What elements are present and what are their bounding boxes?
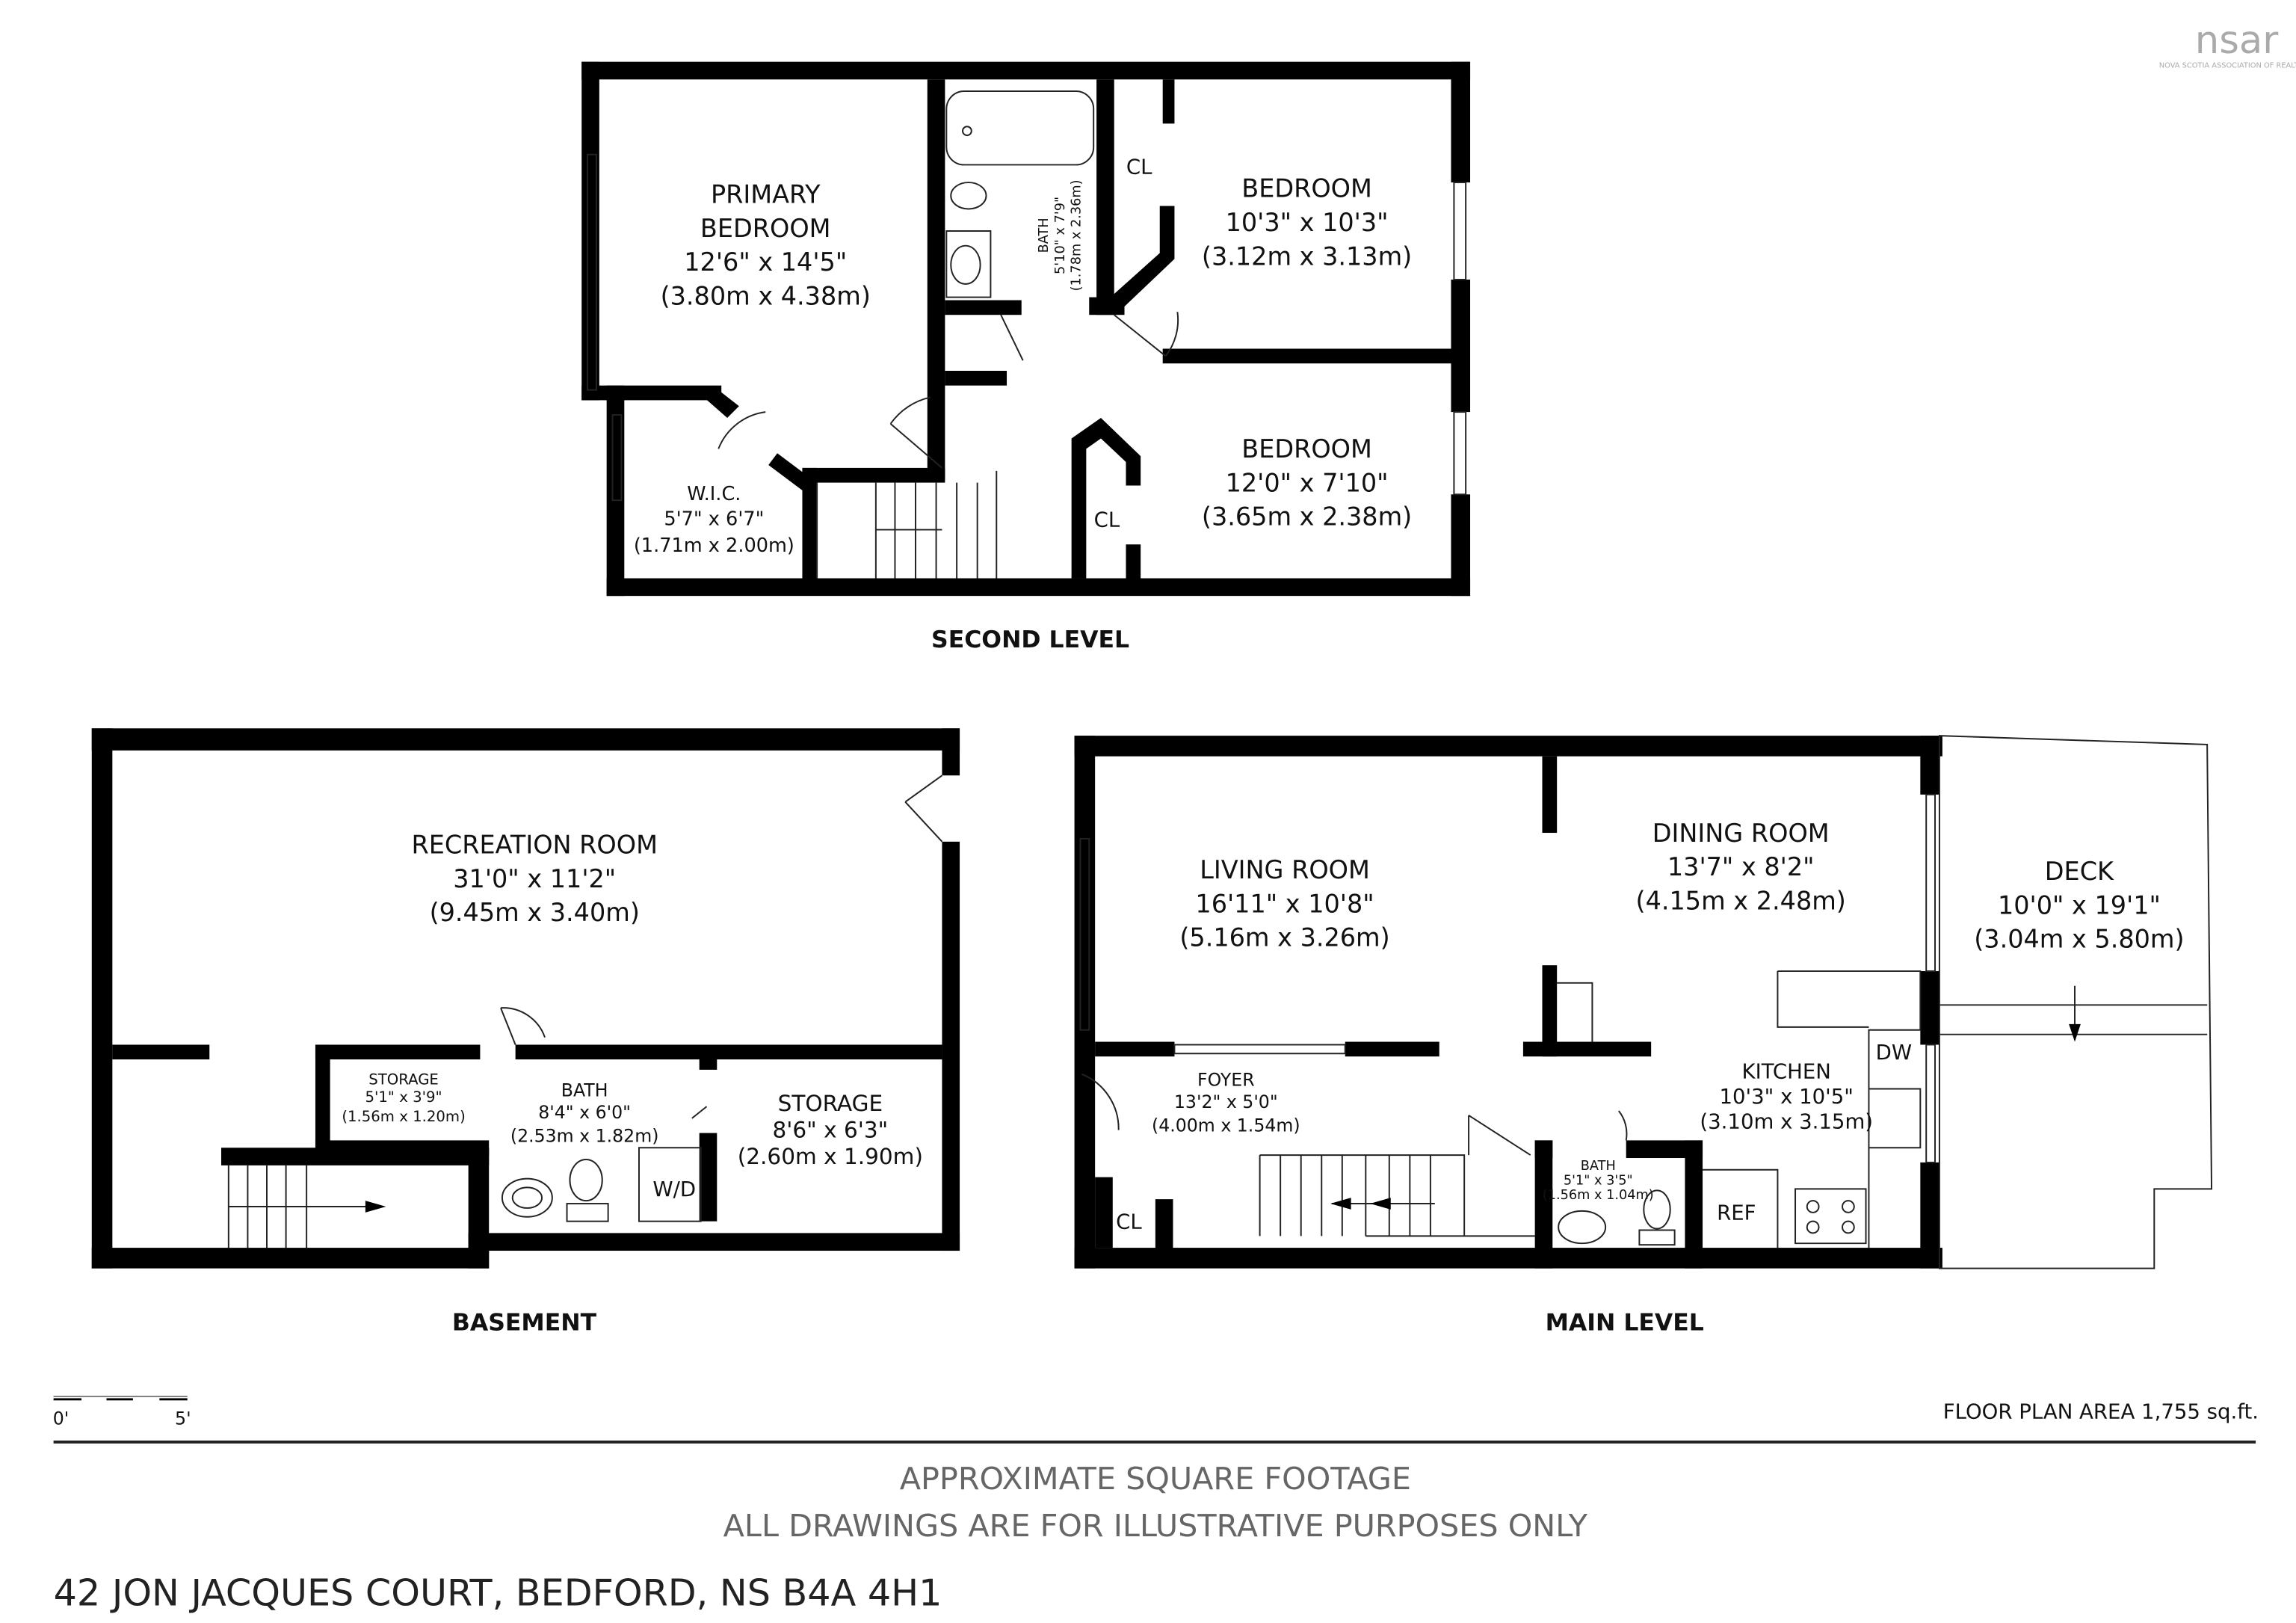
wic-imperial: 5'7" x 6'7" xyxy=(664,508,764,531)
bedroom1-imperial: 10'3" x 10'3" xyxy=(1226,208,1389,237)
closet-label: CL xyxy=(1094,508,1120,532)
bedroom2-imperial: 12'0" x 7'10" xyxy=(1226,468,1389,497)
foyer-imperial: 13'2" x 5'0" xyxy=(1174,1091,1278,1112)
disclaimer-line-2: ALL DRAWINGS ARE FOR ILLUSTRATIVE PURPOS… xyxy=(723,1508,1588,1544)
living-room-metric: (5.16m x 3.26m) xyxy=(1179,923,1389,952)
upper-bath-imperial: 5'10" x 7'9" xyxy=(1053,197,1068,274)
primary-bedroom-metric: (3.80m x 4.38m) xyxy=(661,281,871,310)
primary-bedroom-name2: BEDROOM xyxy=(700,214,831,243)
dining-room-name: DINING ROOM xyxy=(1652,819,1830,848)
storage-small-imperial: 5'1" x 3'9" xyxy=(365,1088,442,1106)
basement-title: BASEMENT xyxy=(452,1309,597,1336)
second-level-title: SECOND LEVEL xyxy=(931,626,1129,653)
floor-plan-area: FLOOR PLAN AREA 1,755 sq.ft. xyxy=(1943,1399,2259,1423)
bedroom1-name: BEDROOM xyxy=(1241,174,1372,203)
primary-bedroom-name: PRIMARY xyxy=(711,180,821,209)
disclaimer-line-1: APPROXIMATE SQUARE FOOTAGE xyxy=(900,1461,1411,1497)
basement-plan: RECREATION ROOM 31'0" x 11'2" (9.45m x 3… xyxy=(91,728,960,1336)
washer-dryer-label: W/D xyxy=(652,1177,696,1201)
living-room-imperial: 16'11" x 10'8" xyxy=(1195,889,1374,918)
divider xyxy=(53,1440,2256,1444)
scale-start: 0' xyxy=(53,1408,70,1429)
refrigerator-label: REF xyxy=(1717,1201,1756,1225)
wic-metric: (1.71m x 2.00m) xyxy=(634,535,794,557)
logo-subtitle: NOVA SCOTIA ASSOCIATION OF REALTORS xyxy=(2159,62,2296,70)
wic-name: W.I.C. xyxy=(687,483,741,505)
basement-bath-metric: (2.53m x 1.82m) xyxy=(510,1125,659,1146)
upper-bath-name: BATH xyxy=(1037,218,1052,253)
basement-bath-imperial: 8'4" x 6'0" xyxy=(538,1102,631,1123)
upper-bath-metric: (1.78m x 2.36m) xyxy=(1069,179,1084,291)
foyer-metric: (4.00m x 1.54m) xyxy=(1152,1115,1300,1136)
powder-bath-metric: (1.56m x 1.04m) xyxy=(1543,1188,1654,1203)
main-level-plan: LIVING ROOM 16'11" x 10'8" (5.16m x 3.26… xyxy=(1074,735,2213,1336)
logo-text: nsar xyxy=(2195,19,2279,63)
storage-large-name: STORAGE xyxy=(778,1091,883,1116)
main-closet-label: CL xyxy=(1116,1210,1142,1234)
bedroom2-name: BEDROOM xyxy=(1241,434,1372,464)
kitchen-name: KITCHEN xyxy=(1742,1060,1831,1084)
storage-large-metric: (2.60m x 1.90m) xyxy=(738,1144,923,1169)
bedroom1-metric: (3.12m x 3.13m) xyxy=(1202,241,1412,271)
storage-small-metric: (1.56m x 1.20m) xyxy=(342,1108,465,1125)
nsar-logo: nsar NOVA SCOTIA ASSOCIATION OF REALTORS xyxy=(2159,19,2296,70)
powder-bath-name: BATH xyxy=(1581,1159,1616,1174)
basement-bath-name: BATH xyxy=(561,1080,608,1100)
kitchen-imperial: 10'3" x 10'5" xyxy=(1719,1085,1853,1109)
primary-bedroom-imperial: 12'6" x 14'5" xyxy=(684,247,847,277)
recreation-room-name: RECREATION ROOM xyxy=(411,831,657,860)
deck-metric: (3.04m x 5.80m) xyxy=(1974,925,2184,954)
powder-bath-imperial: 5'1" x 3'5" xyxy=(1564,1173,1633,1188)
kitchen-metric: (3.10m x 3.15m) xyxy=(1700,1110,1873,1134)
main-level-title: MAIN LEVEL xyxy=(1546,1309,1704,1336)
bedroom2-metric: (3.65m x 2.38m) xyxy=(1202,502,1412,532)
storage-large-imperial: 8'6" x 6'3" xyxy=(772,1117,888,1142)
dishwasher-label: DW xyxy=(1876,1041,1912,1065)
recreation-room-metric: (9.45m x 3.40m) xyxy=(430,898,640,927)
foyer-name: FOYER xyxy=(1197,1070,1255,1091)
closet-label: CL xyxy=(1126,155,1152,179)
footer: 0' 5' FLOOR PLAN AREA 1,755 sq.ft. APPRO… xyxy=(53,1396,2259,1614)
scale-end: 5' xyxy=(175,1408,191,1429)
dining-room-metric: (4.15m x 2.48m) xyxy=(1636,886,1846,915)
storage-small-name: STORAGE xyxy=(368,1071,439,1088)
deck-name: DECK xyxy=(2045,857,2114,886)
dining-room-imperial: 13'7" x 8'2" xyxy=(1667,852,1815,881)
recreation-room-imperial: 31'0" x 11'2" xyxy=(453,864,616,893)
property-address: 42 JON JACQUES COURT, BEDFORD, NS B4A 4H… xyxy=(54,1571,942,1614)
deck-imperial: 10'0" x 19'1" xyxy=(1998,890,2161,920)
living-room-name: LIVING ROOM xyxy=(1200,855,1370,884)
second-level-plan: PRIMARY BEDROOM 12'6" x 14'5" (3.80m x 4… xyxy=(581,61,1471,653)
